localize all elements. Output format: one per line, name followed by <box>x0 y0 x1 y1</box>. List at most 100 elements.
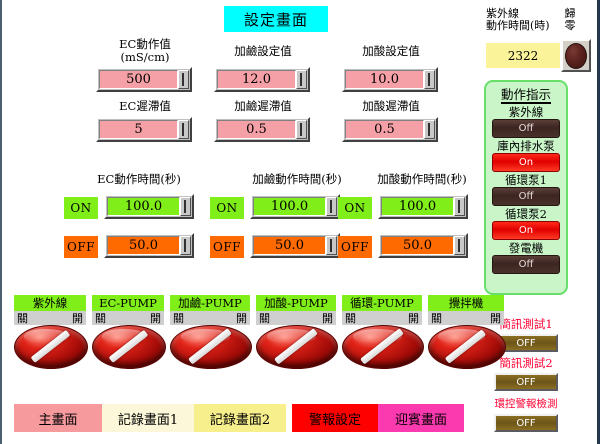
timer-on-value-1[interactable]: 100.0 <box>253 197 326 216</box>
hysteresis-label-2: 加酸遲滯值 <box>362 99 420 113</box>
switch-off-mark-0: 關 <box>17 312 28 325</box>
nav-button-main[interactable]: 主畫面 <box>14 404 102 432</box>
setpoint-input-2[interactable]: 10.0 <box>342 67 438 92</box>
switch-knob-4[interactable] <box>342 325 424 369</box>
setpoint-label-0: EC動作值 (mS/cm) <box>90 38 200 64</box>
switch-knob-3[interactable] <box>256 325 338 369</box>
setpoint-label-1: 加鹼設定值 <box>208 45 318 58</box>
switch-group-1[interactable]: EC-PUMP 關 開 <box>92 295 166 369</box>
hysteresis-input-1[interactable]: 0.5 <box>214 117 310 142</box>
switch-knob-0[interactable] <box>14 325 88 369</box>
uv-hours-label-line2: 動作時間(時) <box>486 19 550 32</box>
timer-on-tag-1: ON <box>210 197 244 219</box>
timer-on-input-1[interactable]: 100.0 <box>250 194 340 219</box>
timer-off-input-0[interactable]: 50.0 <box>104 233 194 258</box>
setpoint-value-2[interactable]: 10.0 <box>345 70 424 89</box>
sms-test-label-1: 簡訊測試2 <box>499 356 553 370</box>
switch-group-3[interactable]: 加酸-PUMP 關 開 <box>256 295 338 369</box>
switch-title-3: 加酸-PUMP <box>256 295 336 311</box>
timer-on-tag-2: ON <box>338 197 372 219</box>
reset-lamp-icon <box>565 42 587 69</box>
switch-scale-2: 關 開 <box>170 311 250 325</box>
timer-on-spinner-0[interactable] <box>180 197 191 216</box>
nav-button-welcome[interactable]: 迎賓畫面 <box>378 404 464 432</box>
hysteresis-value-0[interactable]: 5 <box>99 120 178 139</box>
switch-knob-2[interactable] <box>170 325 252 369</box>
switch-title-2: 加鹼-PUMP <box>170 295 250 311</box>
switch-scale-1: 關 開 <box>92 311 164 325</box>
uv-hours-label-line1: 紫外線 <box>486 7 519 20</box>
setpoint-input-1[interactable]: 12.0 <box>214 67 310 92</box>
switch-on-mark-2: 開 <box>236 312 247 325</box>
timer-off-tag-2: OFF <box>338 236 372 258</box>
timer-off-tag-0: OFF <box>64 236 98 258</box>
switch-group-4[interactable]: 循環-PUMP 關 開 <box>342 295 424 369</box>
hysteresis-input-2[interactable]: 0.5 <box>342 117 438 142</box>
switch-group-2[interactable]: 加鹼-PUMP 關 開 <box>170 295 252 369</box>
status-lamp-3: On <box>492 221 560 240</box>
hysteresis-value-1[interactable]: 0.5 <box>217 120 296 139</box>
switch-scale-0: 關 開 <box>14 311 86 325</box>
hysteresis-value-2[interactable]: 0.5 <box>345 120 424 139</box>
switch-title-1: EC-PUMP <box>92 295 164 311</box>
nav-button-record-1[interactable]: 記錄畫面1 <box>102 404 194 432</box>
timer-on-value-2[interactable]: 100.0 <box>381 197 454 216</box>
status-lamp-0: Off <box>492 119 560 138</box>
timer-on-input-2[interactable]: 100.0 <box>378 194 468 219</box>
timer-on-spinner-1[interactable] <box>326 197 337 216</box>
uv-hours-display: 2322 <box>486 43 560 68</box>
switch-on-mark-5: 開 <box>490 312 501 325</box>
hysteresis-spinner-0[interactable] <box>178 120 189 139</box>
setpoint-value-1[interactable]: 12.0 <box>217 70 296 89</box>
switch-knob-1[interactable] <box>92 325 166 369</box>
switch-knob-body-0 <box>14 325 88 369</box>
switch-off-mark-4: 關 <box>345 312 356 325</box>
setpoint-label-0-line2: (mS/cm) <box>120 50 170 64</box>
switch-on-mark-1: 開 <box>150 312 161 325</box>
hysteresis-label-1: 加鹼遲滯值 <box>234 99 292 113</box>
switch-off-mark-5: 關 <box>431 312 442 325</box>
nav-button-alarm-settings[interactable]: 警報設定 <box>292 404 378 432</box>
sms-test-label-0: 簡訊測試1 <box>499 317 553 331</box>
setpoint-label-0-line1: EC動作值 <box>119 37 171 51</box>
setpoint-value-0[interactable]: 500 <box>99 70 178 89</box>
switch-group-0[interactable]: 紫外線 關 開 <box>14 295 88 369</box>
nav-button-record-2[interactable]: 記錄畫面2 <box>194 404 286 432</box>
timer-on-value-0[interactable]: 100.0 <box>107 197 180 216</box>
status-panel: 動作指示 紫外線 Off 庫內排水泵 On 循環泵1 Off 循環泵2 On 發… <box>484 80 568 295</box>
hysteresis-label-0: EC遲滯值 <box>119 99 171 113</box>
timer-on-input-0[interactable]: 100.0 <box>104 194 194 219</box>
hysteresis-input-0[interactable]: 5 <box>96 117 192 142</box>
timer-off-value-1[interactable]: 50.0 <box>253 236 326 255</box>
uv-reset-button[interactable] <box>561 39 591 72</box>
status-name-1: 庫內排水泵 <box>497 139 555 153</box>
switch-scale-4: 關 開 <box>342 311 422 325</box>
timer-off-spinner-0[interactable] <box>180 236 191 255</box>
setpoint-label-1-line1: 加鹼設定值 <box>234 44 292 58</box>
hysteresis-spinner-2[interactable] <box>424 120 435 139</box>
setpoint-spinner-2[interactable] <box>424 70 435 89</box>
status-name-0: 紫外線 <box>508 105 544 119</box>
hysteresis-spinner-1[interactable] <box>296 120 307 139</box>
timer-off-tag-1: OFF <box>210 236 244 258</box>
setpoint-input-0[interactable]: 500 <box>96 67 192 92</box>
switch-group-5[interactable]: 攪拌機 關 開 <box>428 295 506 369</box>
switch-knob-5[interactable] <box>428 325 506 369</box>
env-alarm-test-button[interactable]: OFF <box>494 414 558 432</box>
timer-off-spinner-1[interactable] <box>326 236 337 255</box>
timer-label-0: EC動作時間(秒) <box>97 172 181 186</box>
timer-off-input-2[interactable]: 50.0 <box>378 233 468 258</box>
timer-label-1: 加鹼動作時間(秒) <box>252 172 342 186</box>
switch-title-5: 攪拌機 <box>428 295 504 311</box>
switch-off-mark-2: 關 <box>173 312 184 325</box>
timer-on-spinner-2[interactable] <box>454 197 465 216</box>
switch-on-mark-4: 開 <box>408 312 419 325</box>
setpoint-spinner-1[interactable] <box>296 70 307 89</box>
timer-off-value-0[interactable]: 50.0 <box>107 236 180 255</box>
setpoint-spinner-0[interactable] <box>178 70 189 89</box>
reset-label-line2: 零 <box>564 19 576 32</box>
timer-off-input-1[interactable]: 50.0 <box>250 233 340 258</box>
timer-off-spinner-2[interactable] <box>454 236 465 255</box>
timer-off-value-2[interactable]: 50.0 <box>381 236 454 255</box>
sms-test-button-1[interactable]: OFF <box>494 373 558 391</box>
